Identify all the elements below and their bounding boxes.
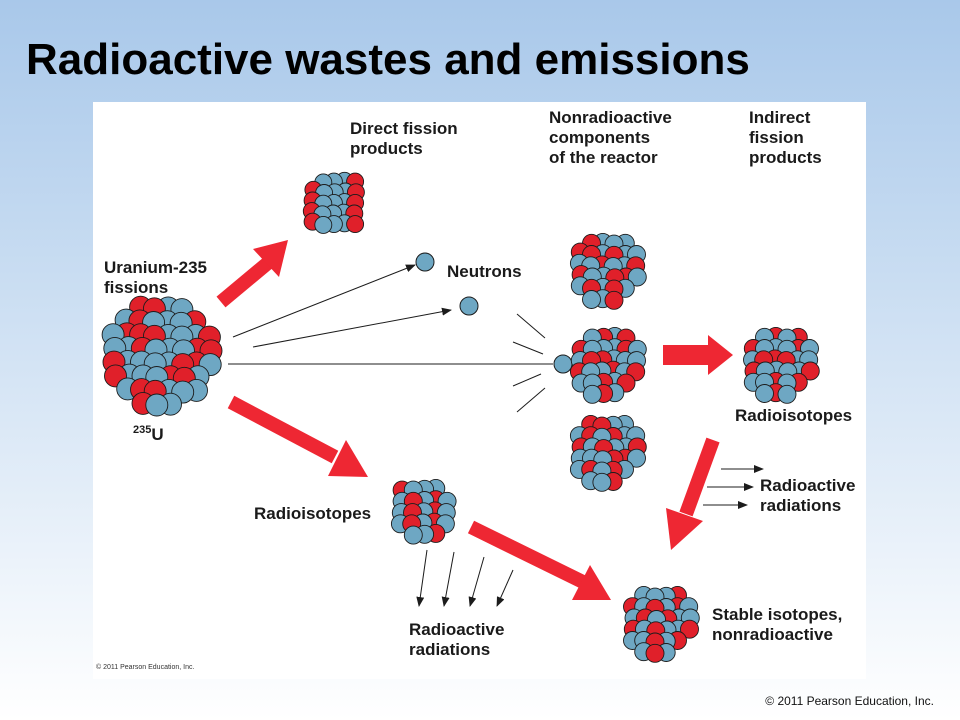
neutron-particle [592,472,612,492]
footer-copyright: © 2011 Pearson Education, Inc. [765,694,934,708]
radiation-arrows-right [703,465,764,509]
proton-particle [604,290,624,310]
diagram-canvas [101,171,820,663]
indirect-fission-products-label: Indirect fission products [749,108,822,167]
mass-number: 235 [133,424,152,436]
fission-diagram: Direct fission products Nonradioactive c… [93,102,866,679]
neutron-particle [415,252,435,272]
stable-isotopes-label: Stable isotopes, nonradioactive [712,605,843,644]
neutron-particle [627,267,647,287]
proton-particle [680,619,699,639]
uranium-235-nucleus [101,295,223,417]
neutron-particle [314,215,333,234]
radiation-arrows-bottom [416,549,514,607]
neutron-particle [553,354,573,374]
proton-particle [645,643,665,663]
direct-fission-product-nucleus [302,171,365,234]
arrow-to-direct-products [216,240,288,308]
radioisotope-nucleus-left [390,478,457,545]
stable-isotope-nucleus [623,585,700,663]
neutron-particle [403,525,423,545]
neutron-particle [459,296,479,316]
slide-title: Radioactive wastes and emissions [26,35,750,84]
proton-particle [346,215,365,234]
direct-fission-products-label: Direct fission products [350,119,458,158]
proton-particle [800,361,820,381]
nonradioactive-components-label: Nonradioactive components of the reactor [549,108,672,167]
neutron-particle [777,384,797,404]
uranium-fissions-label: Uranium-235 fissions [104,258,207,297]
reactor-component-nucleus [569,414,647,492]
radioactive-radiations-bottom-label: Radioactive radiations [409,620,505,659]
radioactive-radiations-right-label: Radioactive radiations [760,476,856,515]
figure-credit: © 2011 Pearson Education, Inc. [96,664,195,671]
arrow-to-radioisotopes-right [663,335,733,375]
arrow-to-stable-isotopes-right [666,437,720,550]
radioisotopes-right-label: Radioisotopes [735,406,853,425]
neutron-particle [145,393,169,417]
impact-lines [511,313,546,413]
neutrons-label: Neutrons [447,262,522,281]
neutron-paths [228,264,553,365]
neutron-particle [582,384,602,404]
element-symbol: U [151,425,164,444]
neutron-particle [582,290,601,309]
arrow-to-radioisotopes-left [227,395,368,477]
neutron-particle [755,384,774,403]
uranium-isotope-symbol: 235U [133,424,164,445]
reactor-component-nucleus [569,232,647,310]
arrow-to-stable-isotopes-left [467,520,611,600]
radioisotope-nucleus-right [743,326,820,404]
radioisotopes-left-label: Radioisotopes [254,504,372,523]
reactor-component-nucleus [569,326,647,404]
neutron-particle [627,448,646,468]
